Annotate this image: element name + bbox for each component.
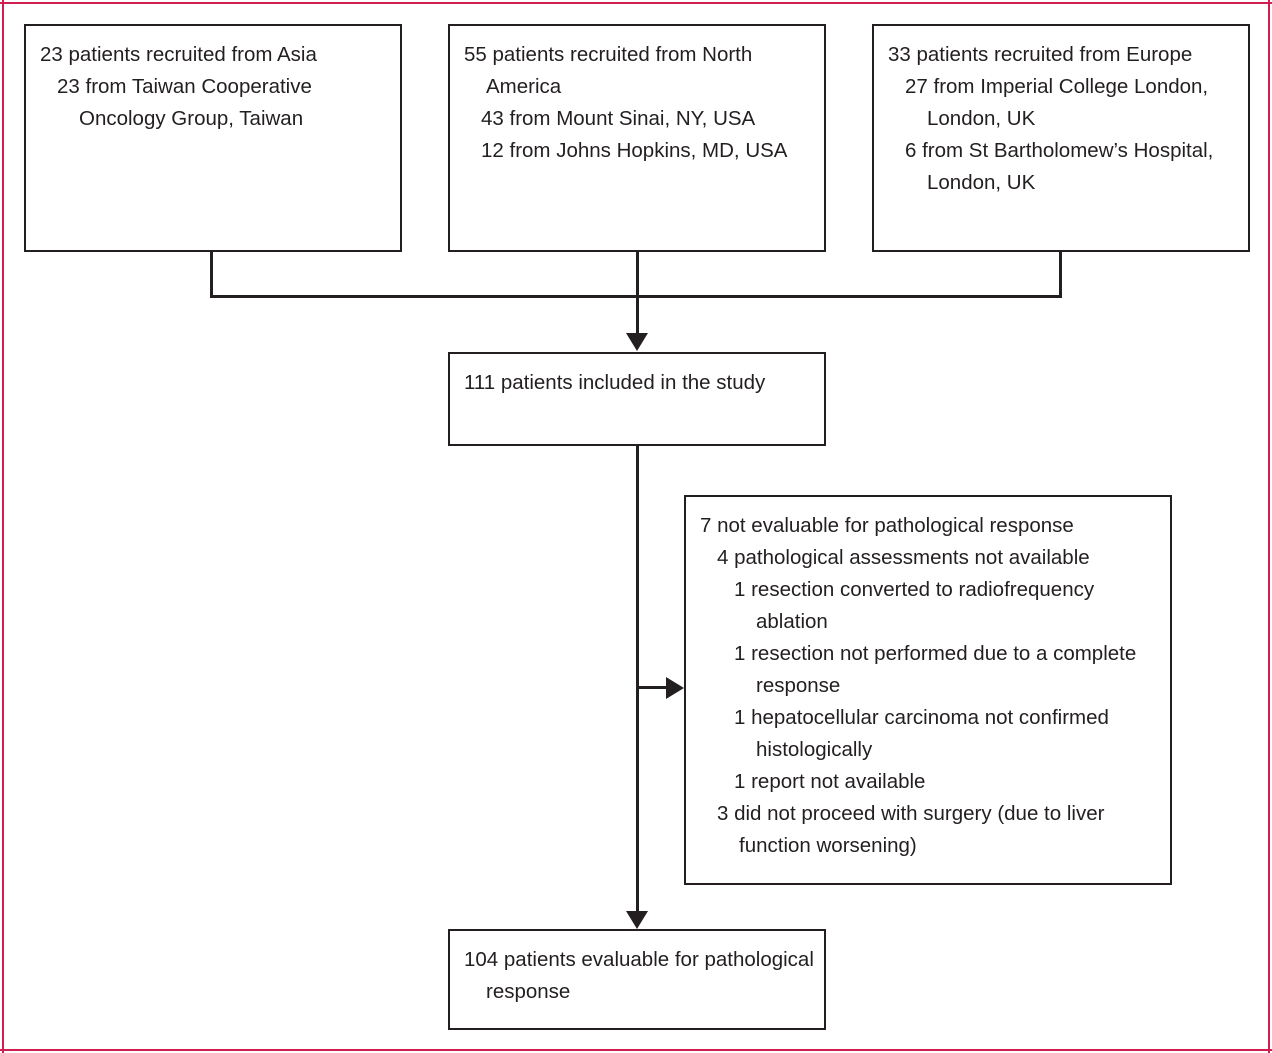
frame-rule-bottom — [0, 1049, 1272, 1051]
arrowhead-to-included — [626, 333, 648, 351]
node-line: 23 patients recruited from Asia — [40, 43, 317, 66]
node-line: 1 resection converted to radiofrequency … — [734, 577, 1095, 633]
node-line: 1 hepatocellular carcinoma not confirmed… — [734, 705, 1109, 761]
frame-rule-left — [2, 0, 4, 1053]
flow-node-not-evaluable: 7 not evaluable for pathological respons… — [684, 495, 1172, 885]
node-line: 27 from Imperial College London, London,… — [905, 74, 1209, 130]
connector-branch-excluded — [639, 686, 669, 689]
node-line: 104 patients evaluable for pathological … — [464, 948, 814, 1003]
node-text: 23 patients recruited from Asia 23 from T… — [40, 39, 390, 135]
flow-node-patients-evaluable: 104 patients evaluable for pathological … — [448, 929, 826, 1030]
frame-rule-top — [0, 2, 1272, 4]
connector-drop-middle — [636, 252, 639, 340]
node-line: 7 not evaluable for pathological respons… — [700, 514, 1074, 537]
node-line: 12 from Johns Hopkins, MD, USA — [481, 138, 788, 162]
node-text: 111 patients included in the study — [464, 367, 814, 399]
node-line: 4 pathological assessments not available — [717, 545, 1090, 569]
arrowhead-to-excluded — [666, 677, 684, 699]
flow-node-recruitment-europe: 33 patients recruited from Europe 27 from… — [872, 24, 1250, 252]
node-line: 55 patients recruited from North America — [464, 43, 753, 98]
frame-rule-right — [1268, 0, 1270, 1053]
node-line: 111 patients included in the study — [464, 371, 766, 394]
connector-drop-europe — [1059, 252, 1062, 298]
node-text: 33 patients recruited from Europe 27 from… — [888, 39, 1238, 199]
node-line: 33 patients recruited from Europe — [888, 43, 1193, 66]
node-line: 6 from St Bartholomew’s Hospital, London… — [905, 138, 1214, 194]
node-text: 7 not evaluable for pathological respons… — [700, 510, 1160, 862]
node-line: 43 from Mount Sinai, NY, USA — [481, 106, 756, 130]
arrowhead-to-evaluable — [626, 911, 648, 929]
flow-node-recruitment-north-america: 55 patients recruited from North America… — [448, 24, 826, 252]
node-text: 104 patients evaluable for pathological … — [464, 944, 814, 1008]
node-line: 1 resection not performed due to a compl… — [734, 641, 1137, 697]
connector-spine — [636, 446, 639, 920]
node-line: 3 did not proceed with surgery (due to l… — [717, 801, 1105, 857]
node-text: 55 patients recruited from North America… — [464, 39, 814, 167]
connector-drop-asia — [210, 252, 213, 298]
node-line: 1 report not available — [734, 769, 926, 793]
node-line: 23 from Taiwan Cooperative Oncology Grou… — [57, 74, 312, 130]
flow-node-recruitment-asia: 23 patients recruited from Asia 23 from T… — [24, 24, 402, 252]
flow-node-patients-included: 111 patients included in the study — [448, 352, 826, 446]
